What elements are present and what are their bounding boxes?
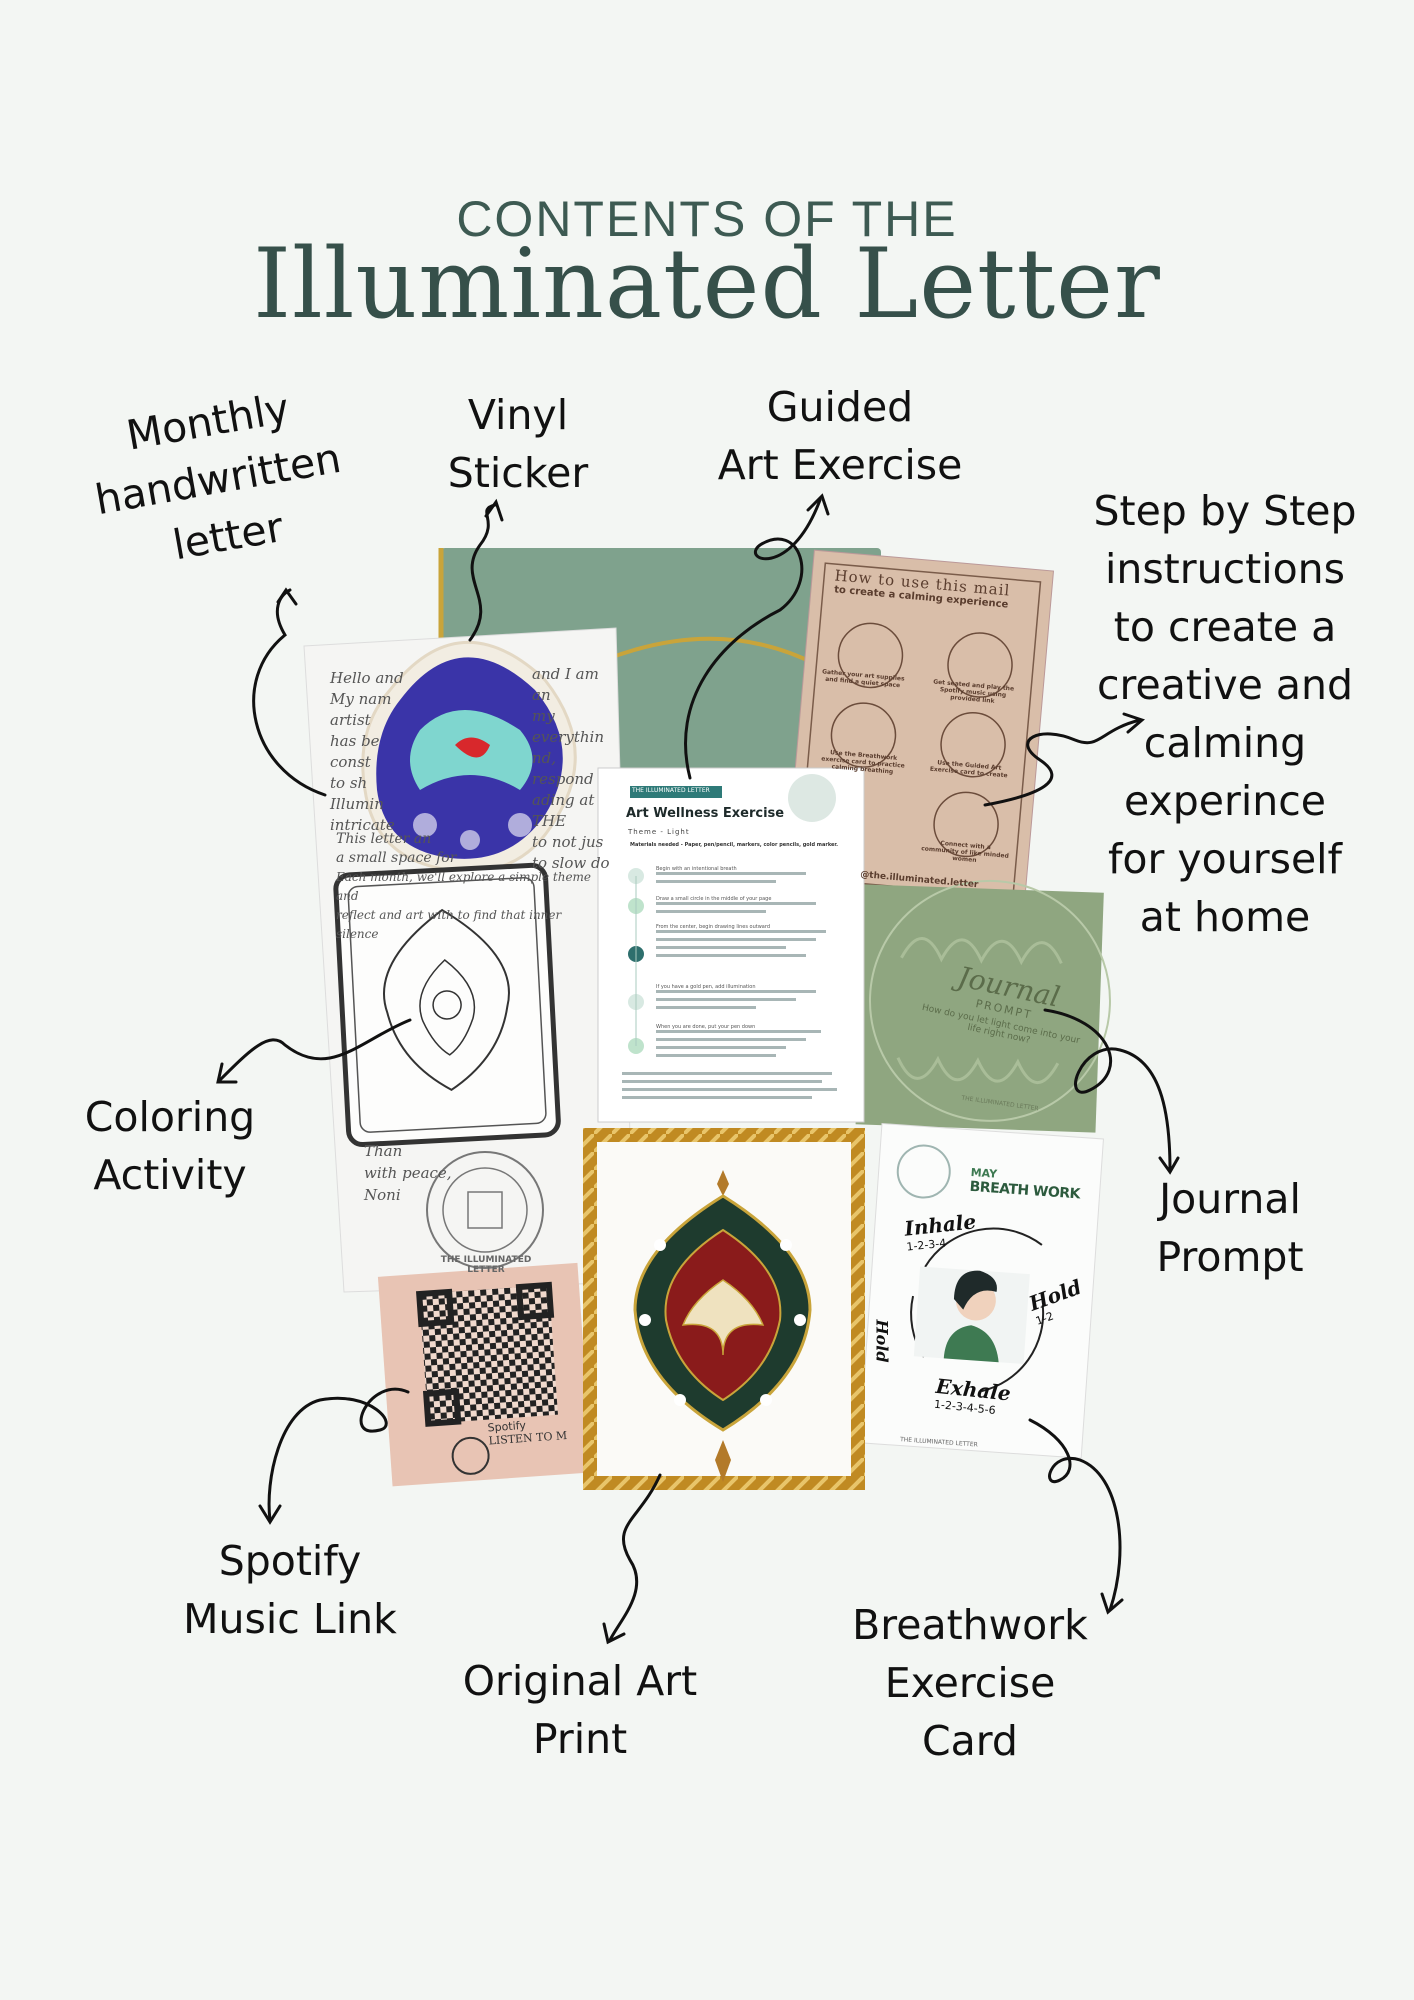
letter-line: Noni bbox=[364, 1186, 401, 1204]
original-art-print bbox=[583, 1128, 865, 1490]
letter-right-lines: and I am an my everythin nd, respond adi… bbox=[532, 664, 622, 874]
letter-line: with peace, bbox=[364, 1164, 452, 1182]
exercise-theme: Theme - Light bbox=[628, 828, 690, 836]
label-journal: Journal Prompt bbox=[1156, 1175, 1304, 1281]
letter-line: const bbox=[330, 753, 371, 771]
label-step-by-step: Step by Step instructions to create a cr… bbox=[1093, 487, 1357, 941]
label-vinyl-sticker: Vinyl Sticker bbox=[447, 391, 589, 497]
label-coloring: Coloring Activity bbox=[84, 1093, 256, 1199]
letter-body-lines: This letter an a small space for Each mo… bbox=[336, 830, 596, 944]
label-original-art: Original Art Print bbox=[462, 1657, 698, 1763]
letter-line: to sh bbox=[330, 774, 368, 792]
exercise-title: Art Wellness Exercise bbox=[626, 806, 785, 821]
art-exercise-card bbox=[597, 767, 865, 1123]
exercise-step-1: Begin with an intentional breath bbox=[656, 866, 737, 872]
letter-line: artist bbox=[330, 711, 371, 729]
exercise-step-5: When you are done, put your pen down bbox=[656, 1024, 756, 1030]
arrow-journal bbox=[1043, 1008, 1172, 1172]
letter-line: to slow do bbox=[532, 854, 610, 872]
letter-left-lines: Hello and My nam artist has be const to … bbox=[330, 668, 450, 836]
letter-line: my everythin bbox=[532, 707, 605, 746]
arrow-step-by-step bbox=[983, 718, 1142, 807]
letter-line: reflect and art with to find that inner … bbox=[336, 908, 562, 941]
label-spotify: Spotify Music Link bbox=[183, 1537, 397, 1643]
letter-line: nd, respond bbox=[532, 749, 594, 788]
stamp-label: THE ILLUMINATED LETTER bbox=[440, 1255, 532, 1275]
exercise-step-2: Draw a small circle in the middle of you… bbox=[656, 896, 772, 902]
hold-left-label: Hold bbox=[872, 1319, 892, 1363]
arrow-coloring bbox=[218, 1018, 412, 1082]
letter-line: has be bbox=[330, 732, 380, 750]
letter-line: THE bbox=[532, 812, 567, 830]
label-guided-art: Guided Art Exercise bbox=[717, 383, 963, 489]
letter-line: intricate bbox=[330, 816, 395, 834]
letter-line: Than bbox=[364, 1142, 403, 1160]
letter-line: to not jus bbox=[532, 833, 604, 851]
coloring-card bbox=[333, 862, 561, 1148]
page-title: Illuminated Letter bbox=[253, 228, 1161, 340]
arrow-breathwork bbox=[1028, 1418, 1122, 1612]
exercise-step-3: From the center, begin drawing lines out… bbox=[656, 924, 771, 930]
arrows bbox=[216, 493, 1180, 1645]
label-breathwork: Breathwork Exercise Card bbox=[852, 1601, 1088, 1765]
vinyl-sticker bbox=[361, 640, 577, 873]
letter-line: ading at bbox=[532, 791, 595, 809]
letter-line: Hello and bbox=[330, 669, 404, 687]
exercise-step-4: If you have a gold pen, add illumination bbox=[656, 984, 756, 990]
breathwork-card bbox=[859, 1122, 1104, 1459]
exercise-materials: Materials needed - Paper, pen/pencil, ma… bbox=[630, 842, 839, 848]
letter-line: Illumin bbox=[330, 795, 384, 813]
arrow-original-art bbox=[608, 1473, 662, 1642]
journal-card bbox=[855, 879, 1111, 1133]
letter-stamp bbox=[426, 1151, 544, 1269]
letter-line: My nam bbox=[330, 690, 392, 708]
exercise-banner: THE ILLUMINATED LETTER bbox=[632, 787, 710, 794]
letter-line: a small space for bbox=[336, 850, 457, 866]
letter-line: Each month, we'll explore a simple theme… bbox=[336, 870, 592, 903]
spotify-card bbox=[377, 1262, 593, 1487]
letter-line: and I am an bbox=[532, 665, 599, 704]
arrow-guided-art bbox=[684, 498, 822, 780]
letter-line: This letter an bbox=[336, 831, 432, 847]
page-subtitle: CONTENTS OF THE bbox=[456, 191, 958, 247]
arrow-spotify bbox=[267, 1387, 410, 1522]
letter-signoff: Than with peace, Noni bbox=[364, 1140, 484, 1206]
